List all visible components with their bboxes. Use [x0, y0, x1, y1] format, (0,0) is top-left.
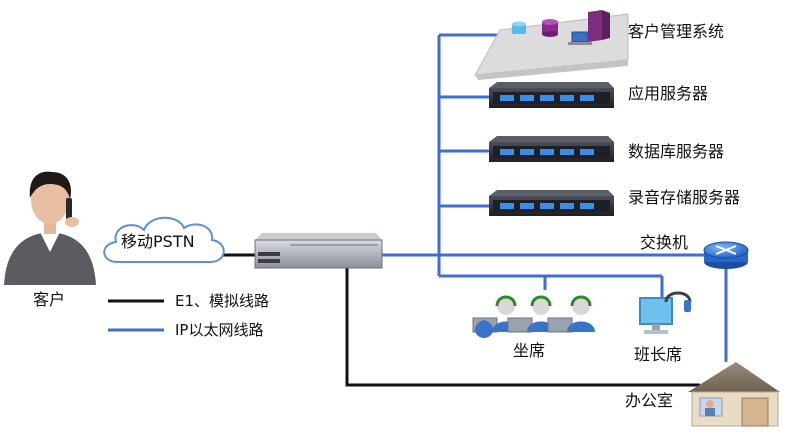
- ip-lines: [108, 33, 728, 362]
- router-icon: [703, 241, 749, 269]
- app-server-label: 应用服务器: [628, 84, 709, 103]
- crm-system-label: 客户管理系统: [628, 22, 725, 41]
- woman-phone-icon: [4, 171, 96, 285]
- legend-e1-label: E1、模拟线路: [175, 292, 270, 310]
- computer-headset-icon: [639, 291, 692, 334]
- cloud-icon: [103, 216, 225, 263]
- switch-label: 交换机: [640, 233, 689, 252]
- pbx-device-icon: [254, 233, 383, 269]
- supervisor-label: 班长席: [634, 345, 683, 364]
- db-server-label: 数据库服务器: [628, 142, 725, 161]
- rec-server-label: 录音存储服务器: [628, 188, 741, 207]
- db-server-icon: [489, 136, 614, 162]
- crm-system-icon: [474, 10, 629, 80]
- headset-agent-icon: [472, 295, 595, 338]
- rec-server-icon: [489, 190, 614, 216]
- e1-lines: [108, 253, 700, 387]
- app-server-icon: [489, 82, 614, 108]
- e1-link-pbx-office: [345, 268, 700, 387]
- house-icon: [688, 362, 780, 427]
- agents-label: 坐席: [513, 341, 546, 360]
- customer-label: 客户: [33, 290, 66, 309]
- legend-ip-label: IP以太网线路: [175, 321, 264, 339]
- office-label: 办公室: [625, 391, 674, 410]
- pstn-label: 移动PSTN: [121, 232, 195, 251]
